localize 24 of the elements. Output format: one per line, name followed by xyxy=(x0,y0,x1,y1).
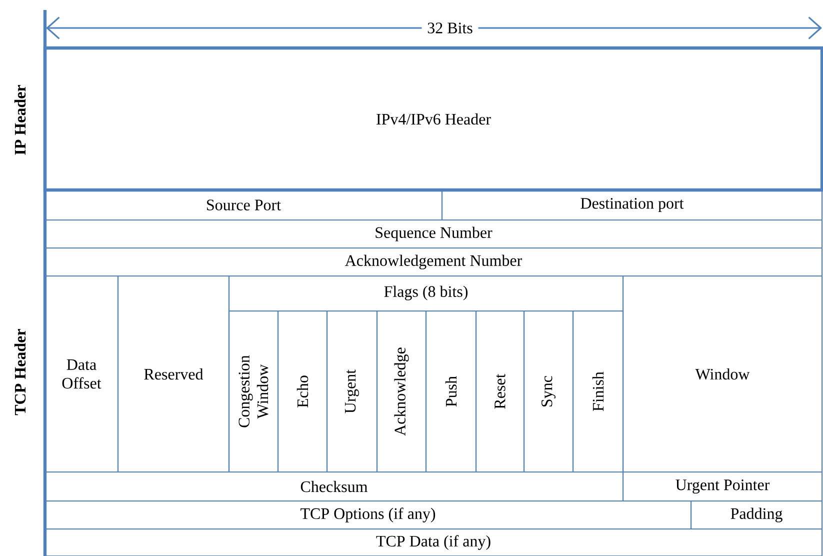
flag-cell: Reset xyxy=(475,310,525,473)
flag-cell: Finish xyxy=(572,310,624,473)
field-cell: Window xyxy=(622,275,823,473)
field-cell: Destination port xyxy=(441,189,823,221)
field-cell: Acknowledgement Number xyxy=(44,247,823,277)
flag-cell: Congestion Window xyxy=(228,310,279,473)
field-cell: Source Port xyxy=(44,189,443,221)
field-cell: TCP Data (if any) xyxy=(44,528,823,556)
side-label: IP Header xyxy=(14,85,26,155)
flag-cell: Urgent xyxy=(326,310,378,473)
flag-cell: Echo xyxy=(277,310,328,473)
field-cell: Urgent Pointer xyxy=(622,471,823,502)
side-label: TCP Header xyxy=(14,329,26,416)
field-cell: Data Offset xyxy=(44,275,119,473)
flag-cell: Sync xyxy=(523,310,574,473)
flag-cell: Acknowledge xyxy=(376,310,427,473)
field-cell: Sequence Number xyxy=(44,219,823,249)
field-cell: Reserved xyxy=(117,275,230,473)
header-box: IPv4/IPv6 Header xyxy=(43,46,823,192)
dimension-label: 32 Bits xyxy=(422,17,478,39)
field-cell: TCP Options (if any) xyxy=(44,500,692,530)
flag-cell: Push xyxy=(425,310,477,473)
field-cell: Checksum xyxy=(44,471,624,502)
field-cell: Padding xyxy=(690,500,823,530)
